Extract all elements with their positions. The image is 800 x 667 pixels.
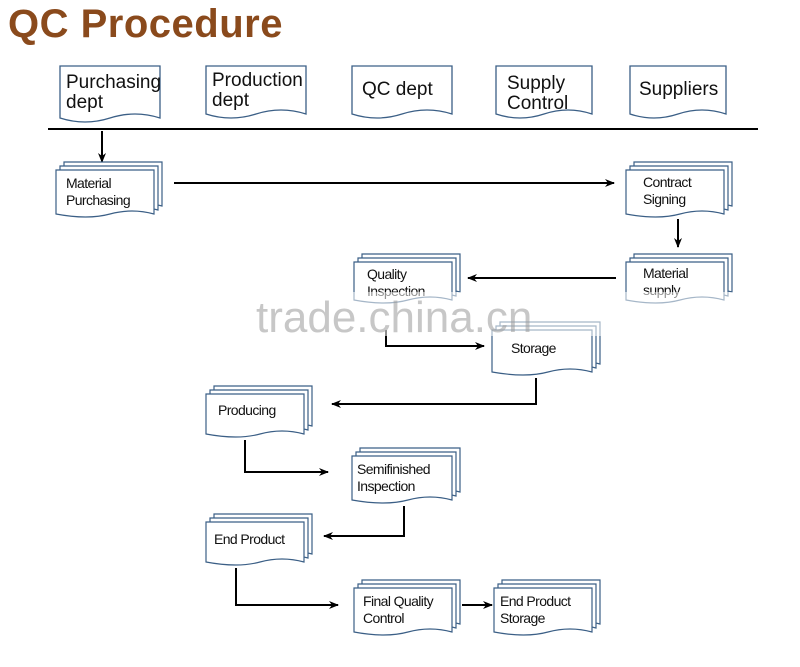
step-label: Inspection	[357, 478, 415, 494]
step-label: Final Quality	[363, 593, 434, 609]
step-label: Purchasing	[66, 192, 130, 208]
step-label: Quality	[367, 266, 407, 282]
step-label: End Product	[214, 531, 285, 547]
dept-label: Supply	[507, 73, 566, 94]
dept-production: Production dept	[205, 65, 307, 119]
watermark-band	[250, 292, 750, 336]
step-label: Producing	[218, 402, 276, 418]
step-final-quality-control: Final Quality Control	[353, 579, 461, 636]
step-label: Control	[363, 610, 404, 626]
dept-purchasing: Purchasing dept	[59, 65, 161, 123]
dept-label: Purchasing	[66, 72, 161, 93]
step-label: Material	[643, 265, 688, 281]
dept-label: dept	[212, 90, 250, 111]
dept-label: Production	[212, 70, 303, 91]
dept-suppliers: Suppliers	[629, 65, 727, 119]
step-label: Material	[66, 175, 111, 191]
watermark: trade.china.cn	[256, 293, 532, 342]
step-material-purchasing: Material Purchasing	[55, 161, 163, 218]
step-producing: Producing	[205, 385, 313, 438]
dept-supply-control: Supply Control	[495, 65, 593, 119]
dept-label: Control	[507, 93, 568, 114]
step-label: Signing	[643, 191, 686, 207]
step-contract-signing: Contract Signing	[625, 161, 733, 218]
step-label: Storage	[500, 610, 546, 626]
step-label: Storage	[511, 340, 557, 356]
dept-qc: QC dept	[351, 65, 453, 119]
dept-label: Suppliers	[639, 79, 718, 100]
step-end-product: End Product	[205, 513, 313, 566]
step-end-product-storage: End Product Storage	[493, 579, 601, 636]
dept-label: QC dept	[362, 79, 433, 100]
step-semifinished-inspection: Semifinished Inspection	[351, 447, 461, 504]
step-label: End Product	[500, 593, 571, 609]
dept-label: dept	[66, 92, 104, 113]
page-title: QC Procedure	[8, 2, 283, 46]
step-label: Contract	[643, 174, 692, 190]
step-label: Semifinished	[357, 461, 430, 477]
connectors	[98, 131, 682, 609]
